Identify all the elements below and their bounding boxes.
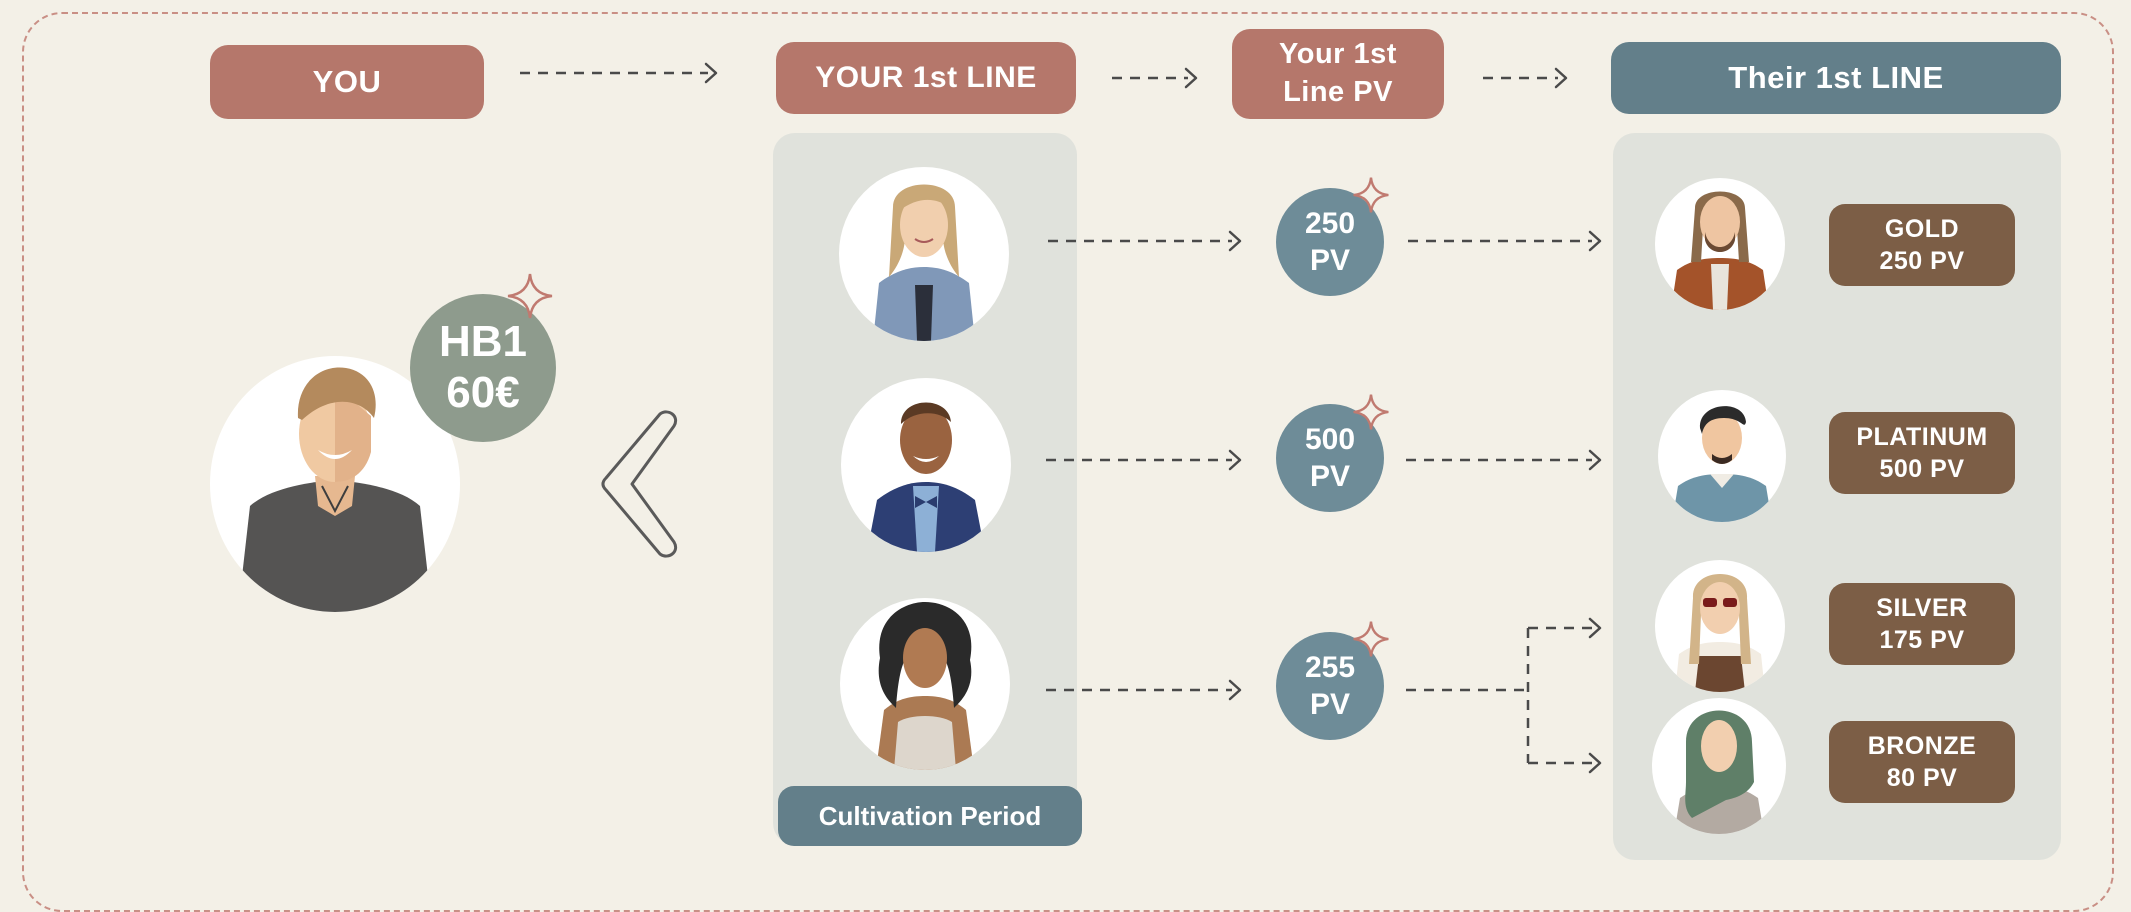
bonus-line2: 60€ xyxy=(446,368,520,417)
sparkle-icon xyxy=(1353,394,1389,430)
cultivation-period-label: Cultivation Period xyxy=(778,786,1082,846)
pv-circle-3: 255 PV xyxy=(1276,632,1384,740)
avatar-woman-icon xyxy=(876,602,974,770)
avatar-man-icon xyxy=(1671,191,1769,310)
sparkle-icon xyxy=(1353,621,1389,657)
second-line-avatar-4 xyxy=(1652,698,1786,834)
rank-badge-silver: SILVER 175 PV xyxy=(1829,583,2015,665)
rank-bronze-name: BRONZE xyxy=(1867,731,1977,760)
avatar-man-icon xyxy=(1672,406,1772,522)
first-line-avatar-2 xyxy=(841,378,1011,552)
pv-circle-2-value: 500 xyxy=(1304,422,1356,456)
rank-platinum-name: PLATINUM xyxy=(1856,422,1988,451)
header-pv-line1: Your 1st xyxy=(1279,38,1397,71)
rank-badge-platinum: PLATINUM 500 PV xyxy=(1829,412,2015,494)
second-line-avatar-2 xyxy=(1658,390,1786,522)
header-your-first-line: YOUR 1st LINE xyxy=(776,42,1076,114)
first-line-avatar-3 xyxy=(840,598,1010,770)
header-pv-line2: Line PV xyxy=(1283,76,1393,108)
second-line-avatar-3 xyxy=(1655,560,1785,692)
rank-badge-gold: GOLD 250 PV xyxy=(1829,204,2015,286)
connector-arrows xyxy=(520,62,1602,774)
pv-circle-3-value: 255 xyxy=(1304,650,1356,684)
pv-circle-1-value: 250 xyxy=(1304,206,1356,240)
rank-bronze-pv: 80 PV xyxy=(1886,764,1958,792)
bonus-line1: HB1 xyxy=(438,317,528,367)
bonus-circle: HB1 60€ xyxy=(410,294,556,442)
header-their-first-line: Their 1st LINE xyxy=(1611,42,2061,114)
avatar-woman-icon xyxy=(873,184,975,341)
header-their-first-line-label: Their 1st LINE xyxy=(1728,60,1944,95)
avatar-woman-icon xyxy=(1674,710,1764,834)
chevron-left-icon xyxy=(601,410,677,558)
sparkle-icon xyxy=(507,273,553,319)
rank-badge-bronze: BRONZE 80 PV xyxy=(1829,721,2015,803)
second-line-avatar-1 xyxy=(1655,178,1785,310)
pv-circle-1: 250 PV xyxy=(1276,188,1384,296)
cultivation-period-text: Cultivation Period xyxy=(818,800,1042,831)
first-line-avatar-1 xyxy=(839,167,1009,341)
pv-circle-3-unit: PV xyxy=(1309,688,1351,721)
rank-platinum-pv: 500 PV xyxy=(1879,455,1965,483)
rank-silver-name: SILVER xyxy=(1876,593,1968,622)
rank-gold-name: GOLD xyxy=(1884,214,1960,243)
avatar-man-icon xyxy=(867,402,985,552)
rank-gold-pv: 250 PV xyxy=(1879,247,1965,275)
header-you-label: YOU xyxy=(312,64,382,99)
avatar-man-icon xyxy=(238,367,432,612)
header-your-first-line-pv: Your 1st Line PV xyxy=(1232,29,1444,119)
pv-circle-1-unit: PV xyxy=(1309,244,1351,277)
header-you: YOU xyxy=(210,45,484,119)
pv-circle-2-unit: PV xyxy=(1309,460,1351,493)
header-your-first-line-label: YOUR 1st LINE xyxy=(815,61,1037,94)
sparkle-icon xyxy=(1353,177,1389,213)
rank-silver-pv: 175 PV xyxy=(1879,626,1965,654)
avatar-woman-icon xyxy=(1675,574,1765,692)
pv-circle-2: 500 PV xyxy=(1276,404,1384,512)
